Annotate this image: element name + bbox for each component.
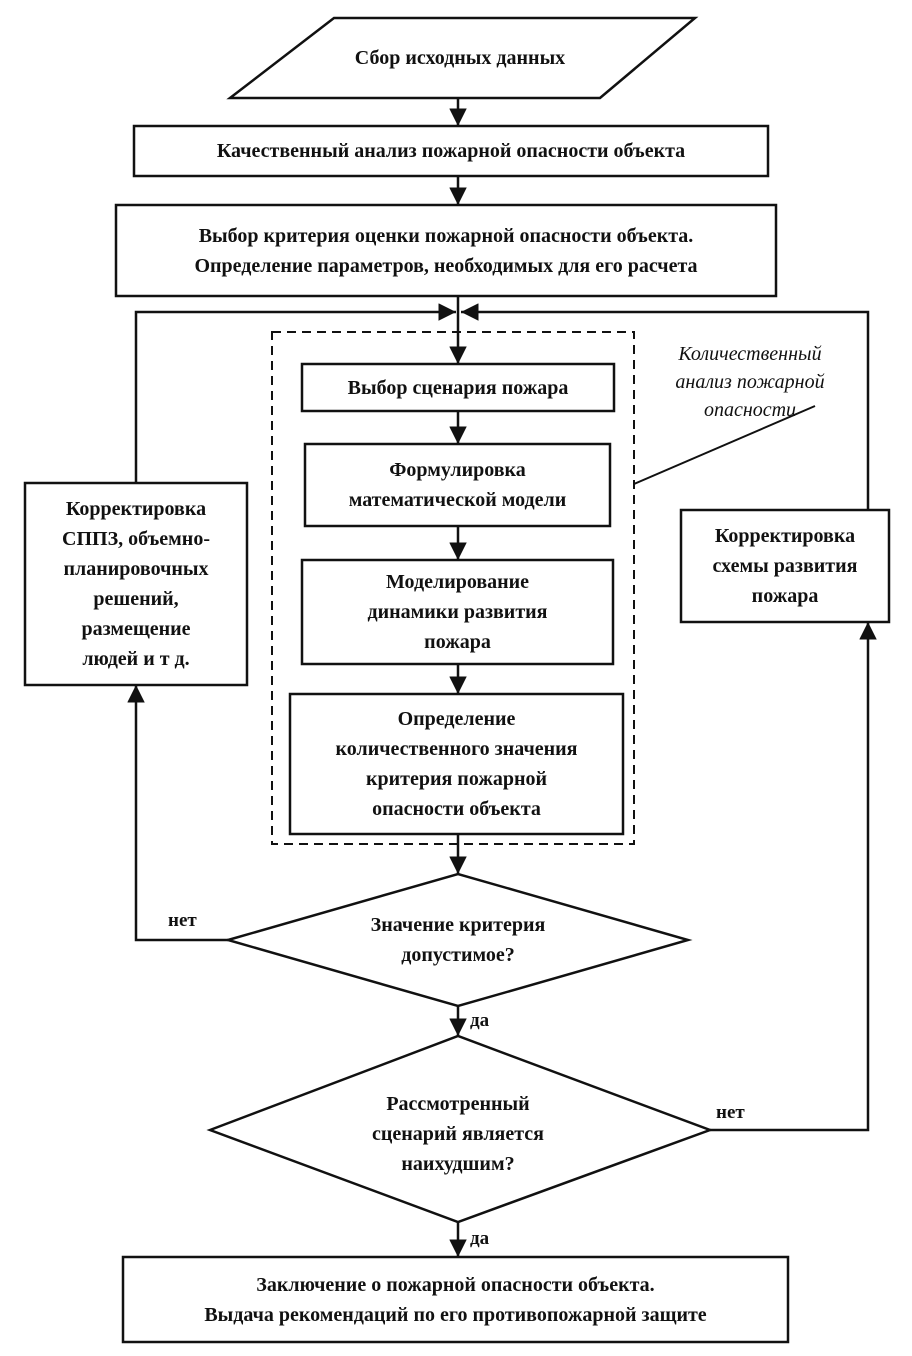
scenario-text-line: Выбор сценария пожара xyxy=(347,376,569,399)
model-text-line: математической модели xyxy=(348,489,567,511)
edge-label-yes-2: да xyxy=(470,1228,490,1249)
edge-label-yes-1: да xyxy=(470,1010,490,1031)
simulation-text-line: динамики развития xyxy=(367,601,548,623)
correct-right-text-line: пожара xyxy=(751,585,819,607)
correct-left-text-line: планировочных xyxy=(63,558,209,580)
value-text-line: критерия пожарной xyxy=(365,768,548,790)
correct-right-text-line: Корректировка xyxy=(714,525,856,547)
model-text: Формулировка математической модели xyxy=(305,444,610,526)
quantitative-group-frame xyxy=(271,331,635,845)
simulation-text-line: пожара xyxy=(424,631,491,653)
qualitative-text-line: Качественный анализ пожарной опасности о… xyxy=(216,140,686,162)
criterion-text-line: Определение параметров, необходимых для … xyxy=(194,254,698,277)
model-text-line: Формулировка xyxy=(389,459,526,481)
quantitative-group-label-line: опасности xyxy=(703,399,797,421)
qualitative-box xyxy=(132,124,770,178)
input-text: Сбор исходных данных xyxy=(280,18,640,98)
criterion-text: Выбор критерия оценки пожарной опасности… xyxy=(116,205,776,296)
conclusion-text-line: Заключение о пожарной опасности объекта. xyxy=(256,1273,655,1296)
scenario-decision-text: Рассмотренный сценарий является наихудшим? xyxy=(298,1086,618,1182)
value-text: Определение количественного значения крите… xyxy=(290,694,623,834)
simulation-box xyxy=(300,558,615,666)
value-text-line: опасности объекта xyxy=(372,798,541,820)
criterion-box xyxy=(114,203,778,298)
criterion-decision-text: Значение критерия допустимое? xyxy=(308,900,608,980)
group-label-leader xyxy=(633,405,816,485)
correct-left-text-line: решений, xyxy=(93,588,179,610)
input-parallelogram xyxy=(226,16,699,100)
scenario-decision-text-line: наихудшим? xyxy=(401,1153,515,1175)
correct-right-text: Корректировка схемы развития пожара xyxy=(681,510,889,622)
quantitative-group-label: Количественный анализ пожарной опасности xyxy=(640,340,860,424)
criterion-text-line: Выбор критерия оценки пожарной опасности… xyxy=(198,224,694,247)
connector-correct-left-loop xyxy=(134,303,456,483)
scenario-decision-text-line: сценарий является xyxy=(371,1123,544,1145)
conclusion-text-line: Выдача рекомендаций по его противопожарн… xyxy=(204,1303,707,1326)
simulation-text-line: Моделирование xyxy=(385,571,530,593)
value-text-line: Определение xyxy=(397,708,516,730)
value-box xyxy=(288,692,625,836)
correct-right-text-line: схемы развития xyxy=(712,555,858,577)
simulation-text: Моделирование динамики развития пожара xyxy=(302,560,613,664)
conclusion-text: Заключение о пожарной опасности объекта.… xyxy=(123,1257,788,1342)
correct-left-text-line: СППЗ, объемно- xyxy=(62,528,210,550)
correct-left-box xyxy=(23,481,249,687)
correct-left-text-line: размещение xyxy=(81,618,191,640)
criterion-decision-text-line: допустимое? xyxy=(401,944,515,966)
conclusion-box xyxy=(121,1255,790,1344)
correct-right-box xyxy=(679,508,891,624)
edge-label-no-right: нет xyxy=(716,1102,745,1123)
input-text-line: Сбор исходных данных xyxy=(354,47,566,69)
model-box xyxy=(303,442,612,528)
connector-no-to-correct-right xyxy=(710,622,877,1132)
correct-left-text-line: людей и т д. xyxy=(82,648,190,670)
edge-label-no-left: нет xyxy=(168,910,197,931)
connector-no-to-correct-left xyxy=(127,685,228,942)
criterion-decision-text-line: Значение критерия xyxy=(370,914,546,936)
criterion-decision-diamond xyxy=(223,872,693,1008)
quantitative-group-label-line: Количественный xyxy=(678,343,822,365)
connector-correct-right-loop xyxy=(461,303,870,510)
scenario-decision-text-line: Рассмотренный xyxy=(386,1093,530,1115)
scenario-text: Выбор сценария пожара xyxy=(302,364,614,411)
correct-left-text-line: Корректировка xyxy=(65,498,207,520)
value-text-line: количественного значения xyxy=(335,738,578,760)
quantitative-group-label-line: анализ пожарной xyxy=(675,371,825,393)
qualitative-text: Качественный анализ пожарной опасности о… xyxy=(134,126,768,176)
